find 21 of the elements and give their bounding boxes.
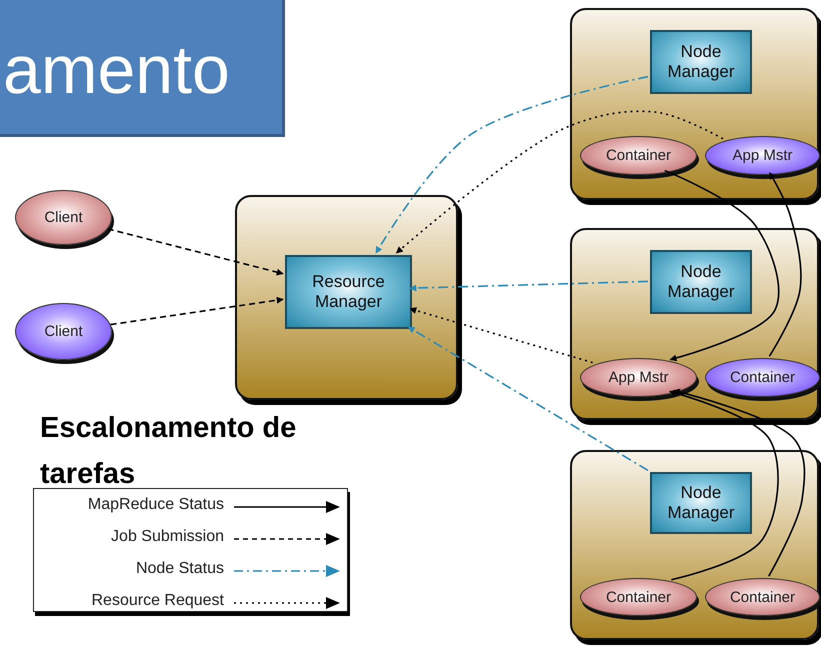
legend-label: Node Status [136, 560, 224, 578]
manager-box: Node Manager [650, 472, 752, 534]
arrow [396, 110, 724, 254]
manager-box: Node Manager [650, 30, 752, 94]
legend-label: Job Submission [111, 528, 224, 546]
legend-label: Resource Request [91, 592, 224, 610]
arrow [108, 228, 284, 276]
heading-text: Escalonamento de tarefas [40, 411, 298, 492]
arrow [409, 307, 593, 364]
title-banner: amento [0, 0, 285, 137]
arrow [664, 170, 780, 362]
manager-box: Resource Manager [285, 255, 412, 329]
manager-box: Node Manager [650, 250, 752, 314]
legend-label: MapReduce Status [88, 496, 224, 514]
arrow [669, 390, 779, 581]
arrow [408, 326, 648, 472]
arrow [672, 388, 806, 577]
arrow [375, 76, 648, 254]
arrow [409, 280, 648, 292]
arrow [768, 172, 802, 357]
arrow [110, 296, 284, 326]
